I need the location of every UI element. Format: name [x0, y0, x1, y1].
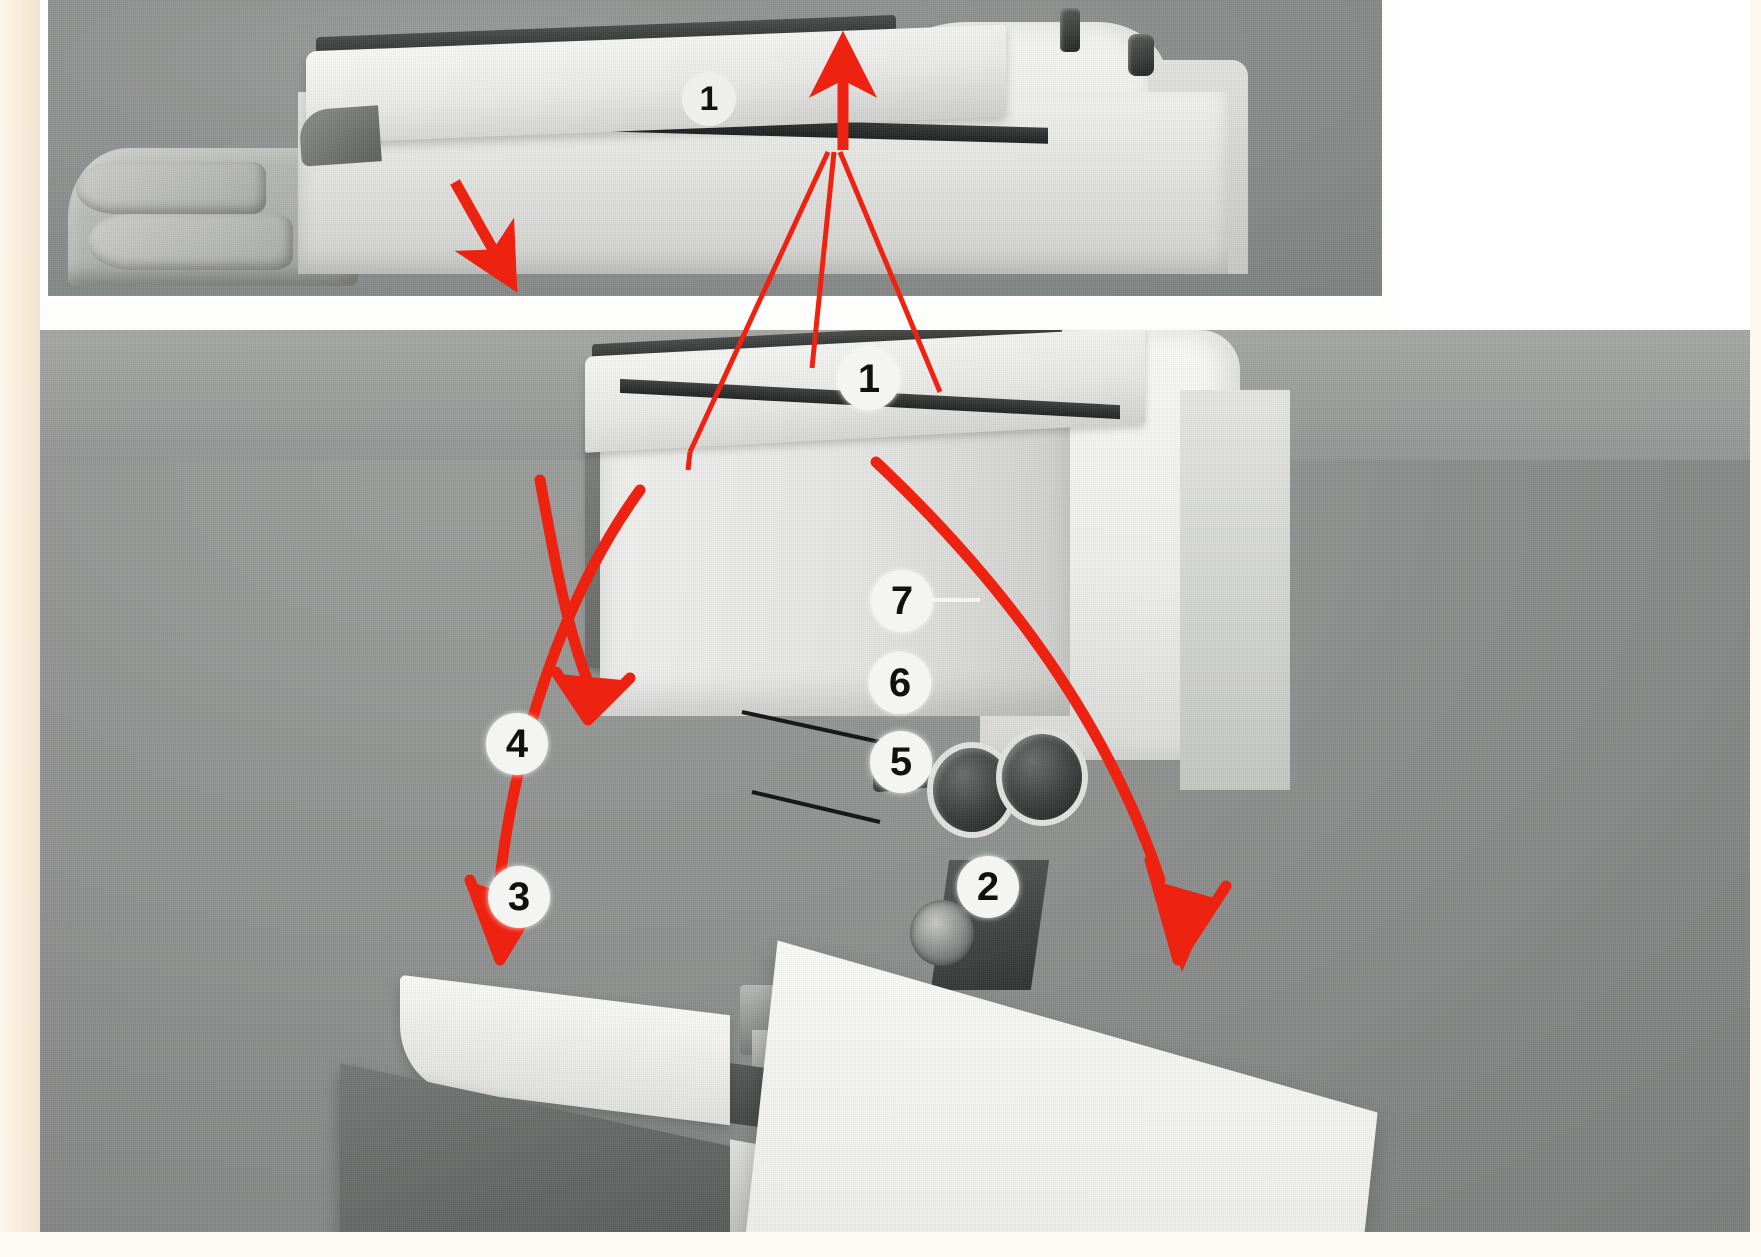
callout-3[interactable]: 3 [488, 866, 550, 928]
machine-arm [600, 416, 1070, 716]
callout-label: 1 [699, 79, 719, 118]
photo-top-right-border [1382, 0, 1394, 330]
machine-lid-hinge [298, 105, 382, 167]
callout-label: 5 [889, 739, 913, 784]
callout-5[interactable]: 5 [870, 731, 932, 793]
stitch-length-dial [1002, 734, 1082, 820]
front-bed-flap [732, 940, 1378, 1232]
callout-4[interactable]: 4 [486, 713, 548, 775]
callout-label: 3 [507, 874, 531, 919]
bobbin-winder [910, 900, 974, 966]
callout-1-bottom[interactable]: 1 [838, 348, 900, 410]
hand-finger [76, 162, 266, 214]
machine-pillar-side [1180, 390, 1290, 790]
hand-thumb [88, 214, 293, 270]
callout-7[interactable]: 7 [871, 570, 933, 632]
callout-2[interactable]: 2 [957, 856, 1019, 918]
callout-label: 2 [976, 864, 1000, 909]
callout-1-top[interactable]: 1 [682, 72, 736, 126]
callout-label: 4 [505, 721, 529, 766]
callout-label: 7 [890, 578, 914, 623]
photo-separator [40, 300, 1392, 330]
callout-6[interactable]: 6 [869, 652, 931, 714]
stitch-width-dial [933, 748, 1011, 832]
photo-top-image [48, 0, 1384, 296]
paper-bottom-margin [0, 1232, 1761, 1257]
photo-top-frame [40, 0, 1392, 312]
paper-left-margin [0, 0, 40, 1257]
bobbin-winder-pin [1128, 34, 1154, 76]
callout-label: 1 [857, 356, 881, 401]
paper-right-margin [1750, 0, 1761, 1257]
callout-label: 6 [888, 660, 912, 705]
spool-pin [1060, 8, 1080, 52]
